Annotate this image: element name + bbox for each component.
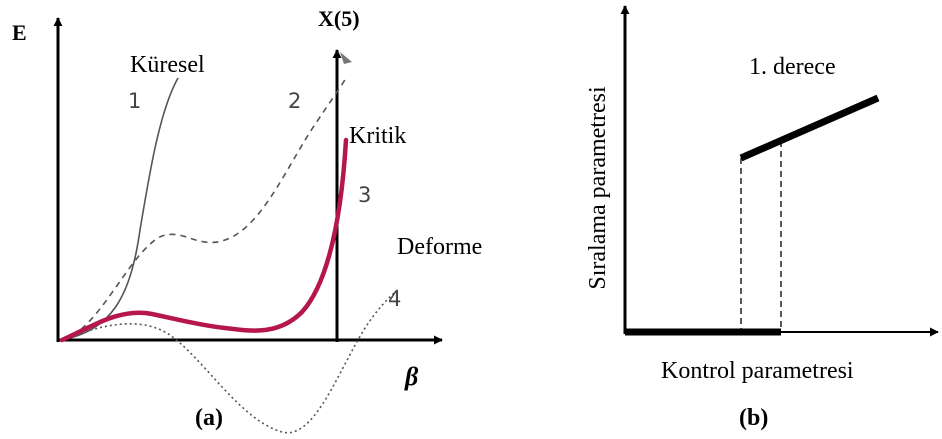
panel-b-y-axis-label: Sıralama parametresi [585, 86, 611, 290]
curve-4-deforme [61, 287, 401, 434]
curve-3-number: 3 [358, 183, 371, 207]
curve-3-kritik [59, 137, 349, 343]
curve-1-name: Küresel [130, 52, 205, 78]
panel-a-x-axis-label: β [404, 362, 419, 391]
panel-a-y-axis-label: E [12, 20, 27, 45]
panel-b-caption: (b) [739, 405, 768, 431]
curve-1-number: 1 [128, 89, 141, 113]
curve-4-number: 4 [388, 287, 401, 311]
first-order-line [739, 94, 880, 162]
panel-a-caption: (a) [195, 405, 223, 431]
panel-b: 1. derece Sıralama parametresi Kontrol p… [585, 5, 939, 431]
panel-b-x-axis-label: Kontrol parametresi [661, 358, 854, 384]
x5-label: X(5) [318, 6, 360, 31]
curve-3-name: Kritik [349, 123, 406, 149]
curve-4-name: Deforme [397, 234, 482, 260]
panel-a: E X(5) β Küresel 1 2 Kritik 3 Deforme 4 … [12, 6, 482, 434]
curve-2 [61, 77, 347, 341]
curve-2-arrowhead [340, 52, 352, 64]
curve-1-kuresel [61, 77, 179, 341]
curve-2-number: 2 [288, 89, 301, 113]
first-order-label: 1. derece [749, 54, 836, 80]
